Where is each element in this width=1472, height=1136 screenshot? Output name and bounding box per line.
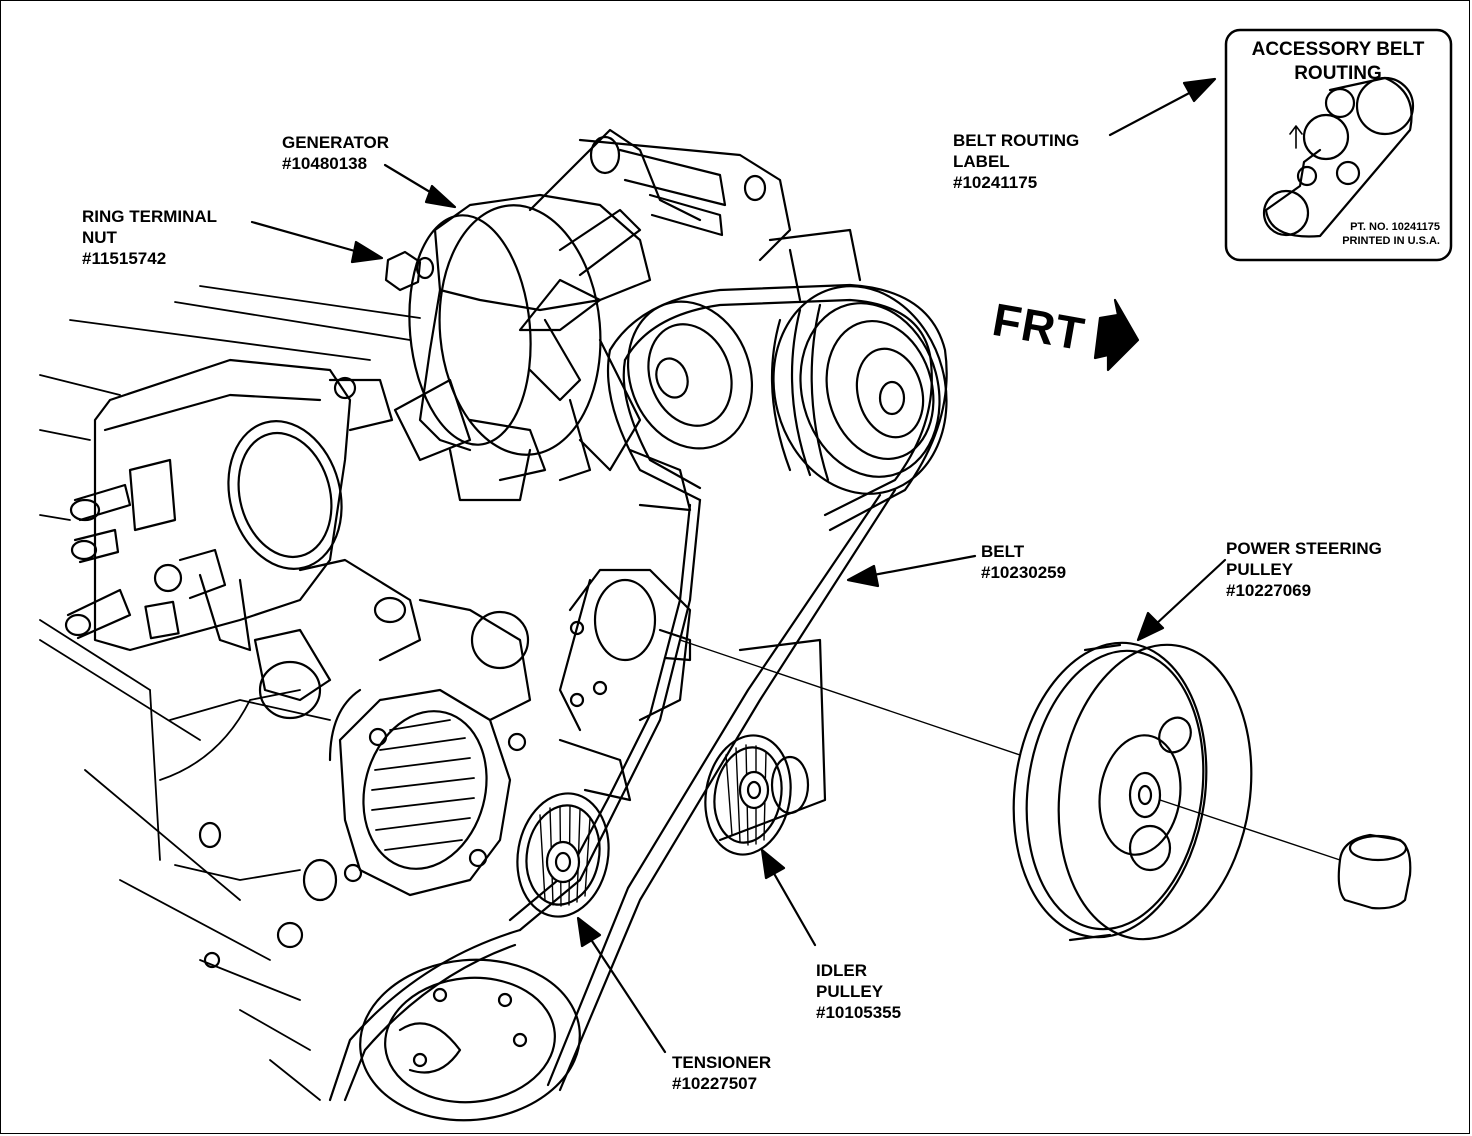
compressor-pulley-drawing (606, 228, 948, 532)
inset-title: ACCESSORY BELT ROUTING (1251, 39, 1425, 84)
tensioner-pulley-drawing (516, 568, 692, 918)
throttle-body-drawing (64, 358, 394, 652)
belt-routing-label-label: BELT ROUTING LABEL #10241175 (953, 131, 1080, 192)
power-steering-pulley-drawing (679, 639, 1341, 942)
generator-label: GENERATOR #10480138 (282, 133, 390, 173)
callout-arrows (250, 77, 1227, 1054)
belt-routing-inset (1224, 28, 1453, 262)
belt-label: BELT #10230259 (981, 542, 1067, 582)
idler-pulley-drawing (704, 638, 827, 856)
engine-block-lines (39, 285, 421, 1101)
crank-pulley-drawing (359, 958, 581, 1122)
power-steering-pulley-label: POWER STEERING PULLEY #10227069 (1226, 539, 1382, 600)
ring-terminal-nut-label: RING TERMINAL NUT #11515742 (82, 207, 218, 268)
pulley-nut-drawing (1337, 833, 1412, 910)
inset-part-number: PT. NO. 10241175 PRINTED IN U.S.A. (1342, 221, 1440, 247)
water-pump-drawing (198, 558, 532, 969)
belt-drawing (328, 488, 897, 1102)
generator-drawing (384, 128, 792, 512)
front-arrow-icon (1093, 298, 1140, 372)
tensioner-label: TENSIONER #10227507 (672, 1053, 772, 1093)
idler-pulley-label: IDLER PULLEY #10105355 (816, 961, 902, 1022)
